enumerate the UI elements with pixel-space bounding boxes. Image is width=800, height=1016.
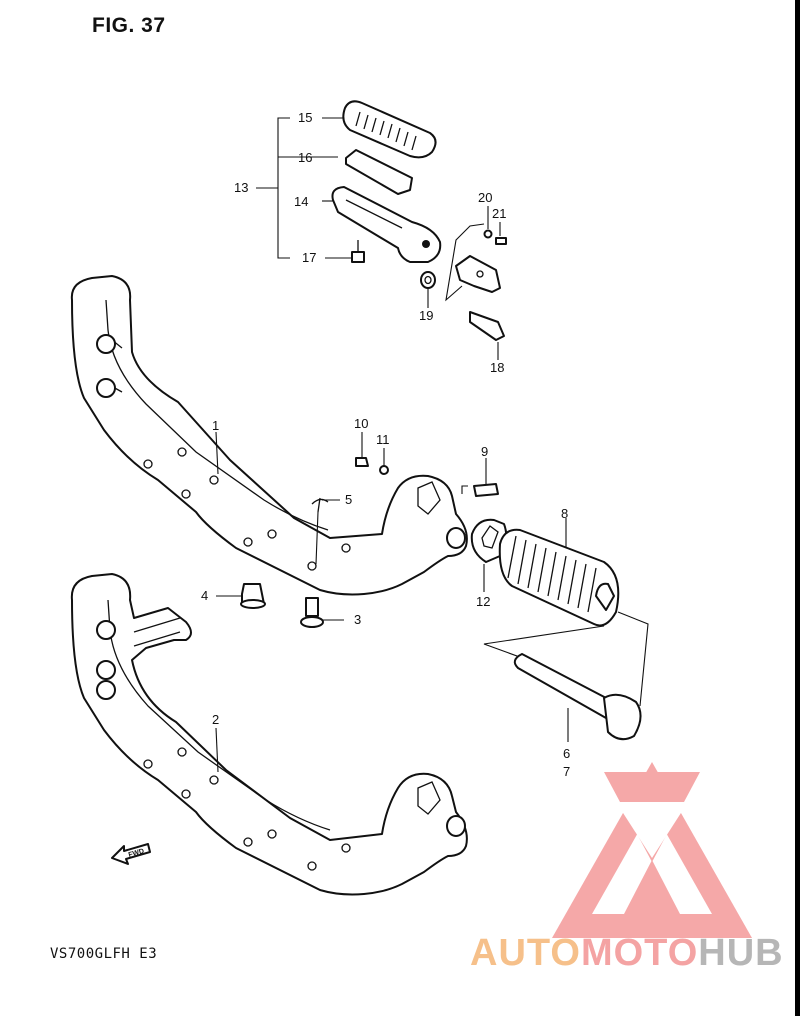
callout-5: 5	[345, 492, 352, 507]
callout-2: 2	[212, 712, 219, 727]
figure-title: FIG. 37	[92, 14, 166, 37]
watermark-part-hub: HUB	[698, 932, 784, 974]
callout-19: 19	[419, 308, 433, 323]
callout-21: 21	[492, 206, 506, 221]
fwd-arrow-label: FWD	[128, 848, 145, 859]
triangle-logo-icon	[552, 762, 752, 938]
callout-20: 20	[478, 190, 492, 205]
fwd-arrow-icon: FWD	[111, 843, 151, 865]
page-border-right	[795, 0, 800, 1016]
callout-11: 11	[376, 432, 390, 447]
model-code: VS700GLFH E3	[50, 946, 158, 962]
hardware-bolts	[216, 432, 499, 628]
watermark-part-moto: MOTO	[580, 932, 699, 974]
callout-9: 9	[481, 444, 488, 459]
callout-16: 16	[298, 150, 312, 165]
callout-3: 3	[354, 612, 361, 627]
callout-10: 10	[354, 416, 368, 431]
callout-labels: 1 2 3 4 5 6 7 8 9 10 11 12 13 14 15 16 1…	[201, 110, 570, 779]
callout-8: 8	[561, 506, 568, 521]
callout-12: 12	[476, 594, 490, 609]
callout-1: 1	[212, 418, 219, 433]
callout-13: 13	[234, 180, 248, 195]
watermark-text: AUTOMOTOHUB	[470, 932, 784, 975]
callout-7: 7	[563, 764, 570, 779]
callout-6: 6	[563, 746, 570, 761]
footrest-subassembly	[256, 100, 507, 360]
callout-4: 4	[201, 588, 208, 603]
callout-17: 17	[302, 250, 316, 265]
callout-15: 15	[298, 110, 312, 125]
callout-18: 18	[490, 360, 504, 375]
footrest-bracket-2	[70, 573, 468, 896]
footrest-bracket-1	[70, 275, 468, 596]
footpeg-pin	[513, 653, 642, 742]
callout-14: 14	[294, 194, 308, 209]
footpeg-rubber	[470, 518, 649, 707]
watermark-part-auto: AUTO	[470, 932, 581, 974]
